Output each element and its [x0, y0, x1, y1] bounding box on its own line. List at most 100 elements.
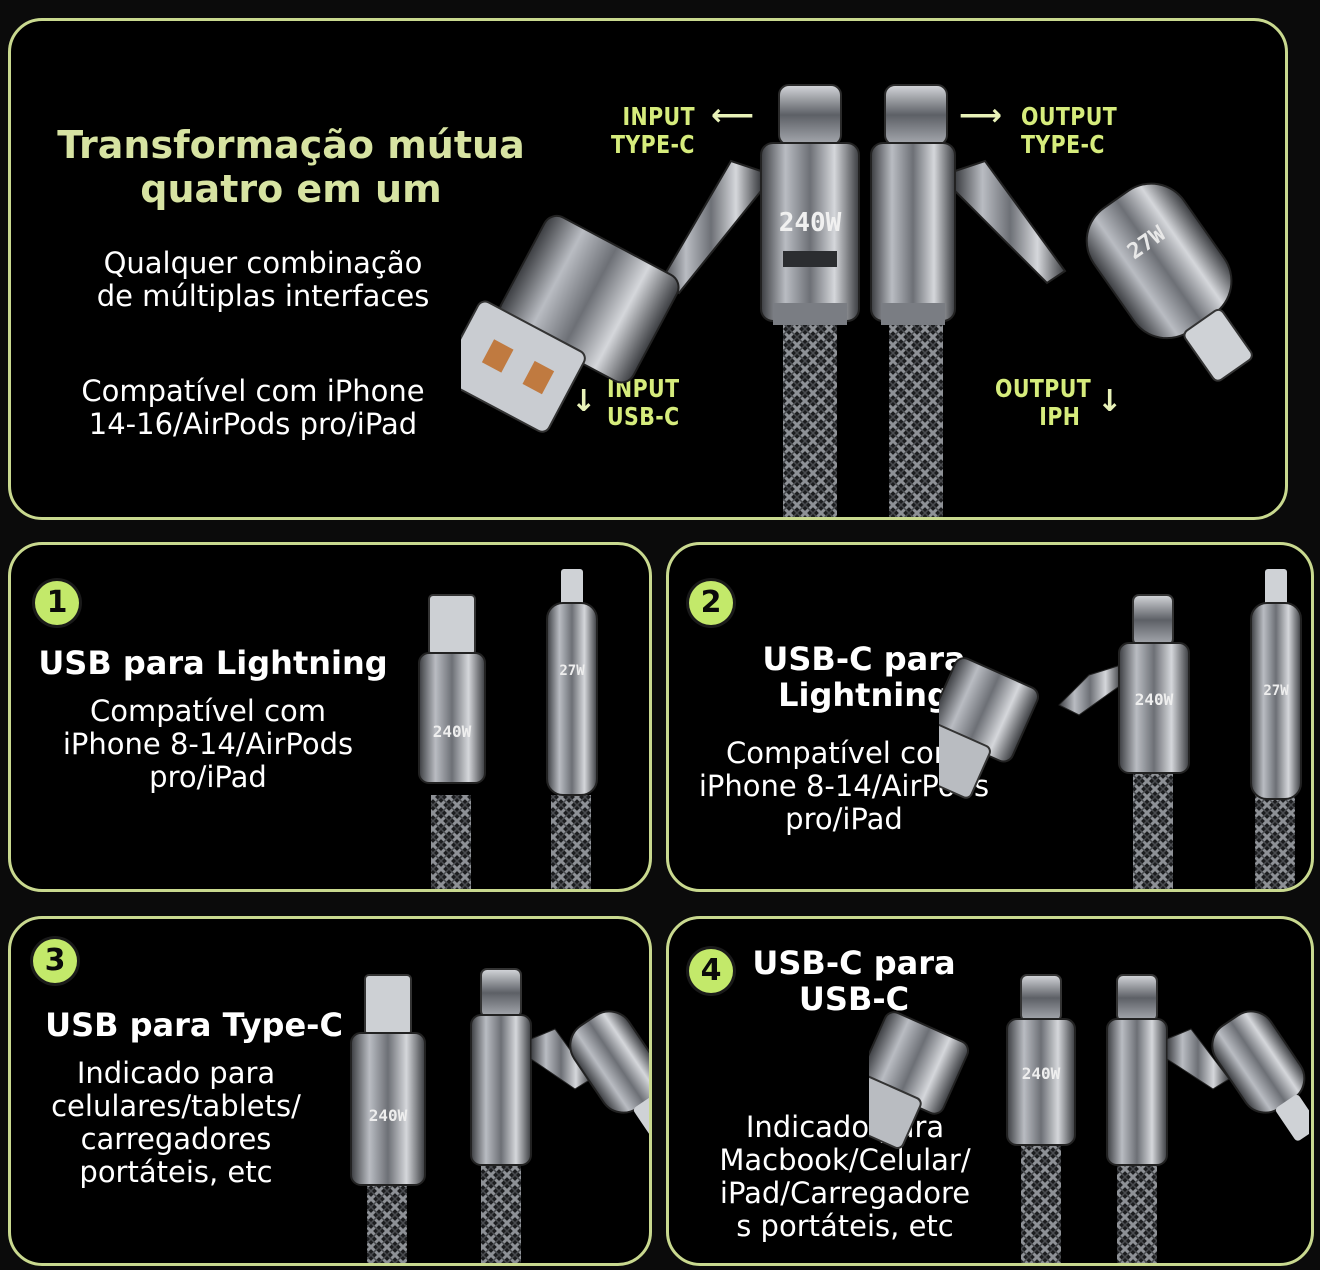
arrow-down-icon: ↓: [1097, 384, 1123, 419]
arrow-right-icon: ⟶: [959, 98, 1003, 133]
label-line: OUTPUT: [995, 374, 1092, 403]
hinge-arm: [659, 159, 762, 295]
hero-title-line: Transformação mútua: [57, 123, 525, 167]
hero-cable-illustration: 240W 27W: [461, 84, 1253, 517]
usb-a-plug-icon: [461, 300, 586, 433]
power-rating-mark: 27W: [559, 663, 585, 679]
braided-cable: [551, 795, 591, 889]
power-rating-mark: 240W: [1135, 690, 1174, 709]
hero-title: Transformação mútua quatro em um: [31, 123, 551, 211]
label-line: TYPE-C: [1021, 130, 1105, 159]
lightning-plug-icon: [1275, 1094, 1309, 1141]
label-output-type-c: OUTPUT TYPE-C: [1021, 103, 1117, 159]
card-title: USB-C para USB-C: [739, 945, 969, 1017]
step-badge: 3: [33, 939, 77, 983]
card-text-line: Compatível com: [725, 736, 963, 770]
connector-housing: [1118, 642, 1190, 774]
usb-a-plug-icon: [869, 1071, 922, 1150]
card-description: Indicado para celulares/tablets/ carrega…: [21, 1057, 331, 1189]
lightning-plug-icon: [1183, 308, 1253, 382]
type-c-plug-icon: [480, 968, 522, 1018]
card-title-line: USB-C: [798, 980, 910, 1018]
connector-housing: [1106, 1018, 1168, 1166]
collar: [881, 303, 945, 325]
step-badge: 4: [689, 949, 733, 993]
power-rating-mark: 27W: [1263, 683, 1289, 699]
hero-text-line: 14-16/AirPods pro/iPad: [88, 407, 418, 441]
card-title: USB-C para Lightning: [709, 641, 1019, 713]
card-text-line: Macbook/Celular/: [719, 1143, 971, 1177]
usbc-to-usbc-illustration: 240W: [869, 974, 1309, 1263]
card-text-line: iPhone 8-14/AirPods: [62, 727, 354, 761]
connector-housing: [470, 1014, 532, 1166]
braided-cable: [1255, 795, 1295, 889]
card-text-line: s portáteis, etc: [736, 1209, 954, 1243]
card-1: 1 USB para Lightning Compatível com iPho…: [8, 542, 652, 892]
braided-cable-right: [889, 321, 943, 517]
hinge-arm: [954, 159, 1067, 285]
label-input-type-c: INPUT TYPE-C: [611, 103, 695, 159]
usb-a-plug-icon: [428, 594, 476, 656]
card-3: 3 USB para Type-C Indicado para celulare…: [8, 916, 652, 1266]
label-line: IPH: [1039, 402, 1081, 431]
card-title: USB para Type-C: [45, 1006, 343, 1044]
braided-cable: [481, 1159, 521, 1263]
arrow-left-icon: ⟵: [711, 98, 755, 133]
braided-cable: [1117, 1159, 1157, 1263]
hero-text-line: de múltiplas interfaces: [96, 279, 430, 313]
step-badge: 1: [35, 581, 79, 625]
card-2: 2 USB-C para Lightning Compatível com iP…: [666, 542, 1314, 892]
hero-text-line: Compatível com iPhone: [81, 374, 425, 408]
braided-cable: [367, 1179, 407, 1263]
braided-cable: [1021, 1139, 1061, 1263]
type-c-plug-icon: [778, 84, 842, 146]
card-text-line: carregadores: [80, 1122, 272, 1156]
power-rating-mark: 240W: [433, 722, 472, 741]
step-badge: 2: [689, 581, 733, 625]
lightning-plug-icon: [1265, 569, 1287, 605]
power-rating-mark: 240W: [779, 208, 842, 238]
power-rating-mark: 240W: [369, 1106, 408, 1125]
type-c-plug-icon: [1020, 974, 1062, 1022]
card-text-line: pro/iPad: [785, 802, 903, 836]
card-text-line: pro/iPad: [149, 760, 267, 794]
braided-cable: [431, 795, 471, 889]
usb-a-plug-icon: [939, 719, 991, 799]
hinge-arm: [1166, 1028, 1230, 1090]
usb-a-plug-icon: [364, 974, 412, 1036]
label-line: OUTPUT: [1021, 102, 1118, 131]
power-rating-mark: 240W: [1022, 1064, 1061, 1083]
usb-contact: [522, 360, 555, 395]
hero-subtitle-interfaces: Qualquer combinação de múltiplas interfa…: [43, 247, 483, 313]
hinge-arm: [1058, 664, 1122, 716]
label-line: INPUT: [622, 102, 695, 131]
type-c-plug-icon: [1132, 594, 1174, 646]
hero-panel: Transformação mútua quatro em um Qualque…: [8, 18, 1288, 520]
card-text-line: iPad/Carregadore: [719, 1176, 971, 1210]
card-text-line: celulares/tablets/: [51, 1089, 301, 1123]
connector-housing: [350, 1032, 426, 1186]
type-c-plug-icon: [1116, 974, 1158, 1022]
lightning-housing: [546, 602, 598, 796]
type-c-plug-icon: [884, 84, 948, 146]
usb-contact: [481, 339, 514, 373]
usbc-to-lightning-illustration: 240W 27W: [939, 569, 1302, 889]
card-description: Compatível com iPhone 8-14/AirPods pro/i…: [33, 695, 383, 794]
label-output-iph: OUTPUT IPH: [995, 375, 1091, 431]
usb-to-lightning-illustration: 240W 27W: [418, 569, 598, 889]
connector-housing: [1006, 1018, 1076, 1146]
lightning-housing: [1250, 602, 1302, 800]
card-title: USB para Lightning: [38, 644, 388, 682]
card-text-line: portáteis, etc: [79, 1155, 273, 1189]
stripe-mark: [783, 251, 837, 267]
card-text-line: Indicado para: [76, 1056, 276, 1090]
lightning-plug-icon: [633, 1094, 649, 1141]
arrow-down-icon: ↓: [571, 384, 597, 419]
card-4: 4 USB-C para USB-C Indicado para Macbook…: [666, 916, 1314, 1266]
braided-cable-left: [783, 321, 837, 517]
hero-text-line: Qualquer combinação: [103, 246, 423, 280]
card-title-line: USB-C para: [762, 640, 966, 678]
card-title-line: Lightning: [778, 676, 950, 714]
hinge-arm: [530, 1028, 592, 1090]
hero-compatibility: Compatível com iPhone 14-16/AirPods pro/…: [33, 375, 473, 441]
